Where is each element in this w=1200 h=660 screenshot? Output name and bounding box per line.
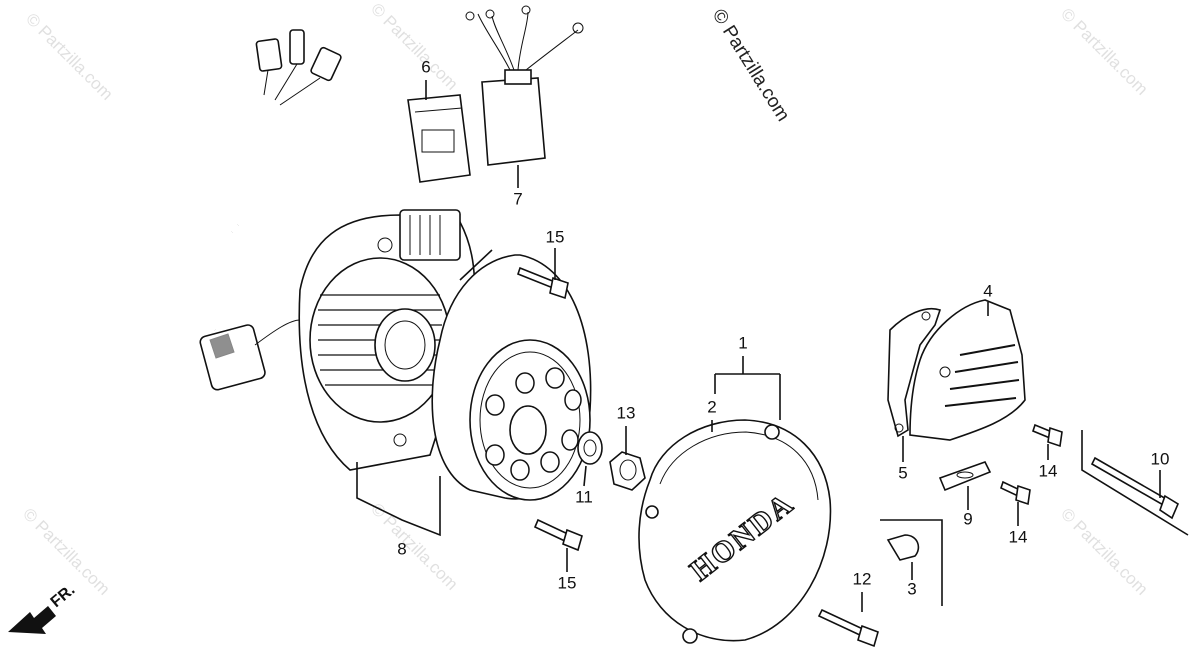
callout-11: 11 <box>575 487 593 506</box>
part-10-long-bolt <box>1090 456 1180 520</box>
front-indicator: FR. <box>48 581 79 611</box>
callout-14b: 14 <box>1009 527 1028 546</box>
callout-labels: 1 2 3 4 5 6 7 8 9 10 11 12 13 14 14 15 1… <box>397 57 1169 598</box>
watermark-1: © Partzilla.com <box>22 9 116 103</box>
copyright-text: © Partzilla.com <box>708 6 794 126</box>
part-7-cdi-unit <box>465 5 584 166</box>
watermark-5: © Partzilla.com <box>367 499 461 593</box>
leader-lines <box>356 80 1189 612</box>
callout-12: 12 <box>853 569 872 588</box>
crankcase-cover: HONDA <box>638 419 832 644</box>
callout-5: 5 <box>898 463 907 482</box>
part-12-bolt <box>817 608 879 648</box>
callout-4: 4 <box>983 281 992 300</box>
flywheel-rotor <box>431 254 592 501</box>
front-arrow-icon <box>8 606 56 634</box>
part-13-nut <box>609 451 646 491</box>
callout-10: 10 <box>1151 449 1170 468</box>
callout-1: 1 <box>738 333 747 352</box>
watermark-7: © Partzilla.com <box>1057 504 1151 598</box>
callout-13: 13 <box>617 403 636 422</box>
part-3-clamp <box>886 534 920 561</box>
callout-3: 3 <box>907 579 916 598</box>
part-15-bolt-upper <box>517 266 569 300</box>
callout-9: 9 <box>963 509 972 528</box>
part-14-bolt-upper <box>1032 423 1063 448</box>
part-15-bolt-lower <box>533 518 583 552</box>
callout-15b: 15 <box>558 573 577 592</box>
callout-2: 2 <box>707 397 716 416</box>
callout-14a: 14 <box>1039 461 1058 480</box>
part-6-cover <box>407 94 471 183</box>
part-9-bracket <box>938 461 992 492</box>
stator-assembly <box>298 209 476 471</box>
part-4-guard <box>909 299 1026 441</box>
watermark-3: © Partzilla.com <box>1057 4 1151 98</box>
callout-8: 8 <box>397 539 406 558</box>
callout-15a: 15 <box>546 227 565 246</box>
part-11-washer <box>577 431 603 465</box>
watermark-2: © Partzilla.com <box>367 0 461 94</box>
watermark-layer: © Partzilla.com © Partzilla.com © Partzi… <box>19 0 1151 599</box>
wiring-harness <box>199 29 342 391</box>
part-14-bolt-lower <box>1000 480 1031 506</box>
callout-7: 7 <box>513 189 522 208</box>
part-5-plate <box>887 308 942 438</box>
callout-6: 6 <box>421 57 430 76</box>
